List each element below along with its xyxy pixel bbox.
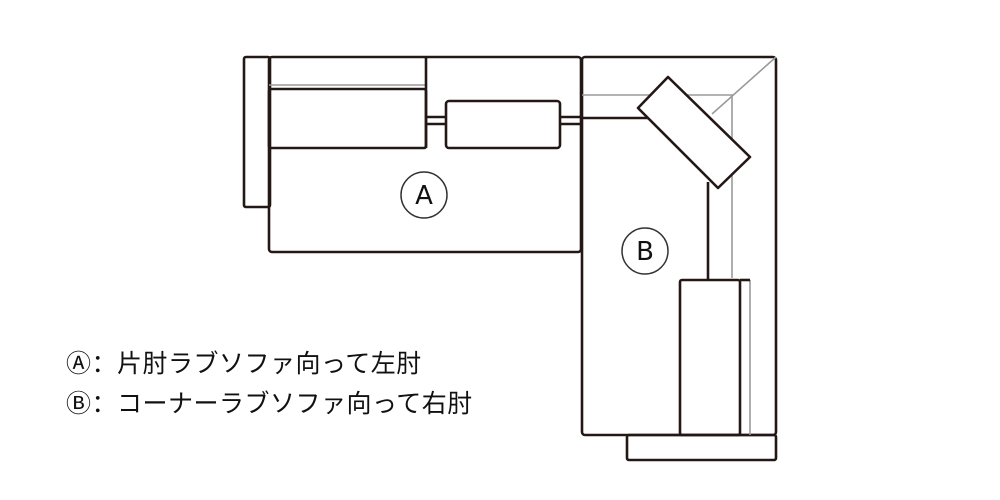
sofa-b: B (580, 55, 778, 462)
sofa-b-marker: B (636, 237, 654, 267)
legend-separator: ： (91, 389, 118, 418)
sofa-b-body (580, 55, 778, 437)
sofa-b-base (625, 433, 778, 462)
legend-symbol: Ⓐ (66, 349, 92, 378)
legend-item-b: Ⓑ：コーナーラブソファ向って右肘 (66, 384, 473, 420)
legend-text: コーナーラブソファ向って右肘 (117, 389, 473, 418)
sofa-a-cushion-small (444, 99, 562, 150)
legend-symbol: Ⓑ (66, 389, 92, 418)
sofa-a-cushion-large (267, 87, 428, 150)
legend-item-a: Ⓐ：片肘ラブソファ向って左肘 (66, 344, 422, 380)
sofa-a-marker: A (415, 181, 433, 211)
sofa-b-marker-circle (621, 227, 669, 275)
sofa-a-armrest (242, 55, 272, 209)
sofa-b-corner-cushion (636, 75, 752, 190)
sofa-a-marker-circle (400, 171, 448, 219)
legend-text: 片肘ラブソファ向って左肘 (117, 349, 422, 378)
sofa-b-armrest-cushion (678, 278, 742, 437)
sofa-a: A (242, 55, 583, 254)
legend-separator: ： (91, 349, 118, 378)
